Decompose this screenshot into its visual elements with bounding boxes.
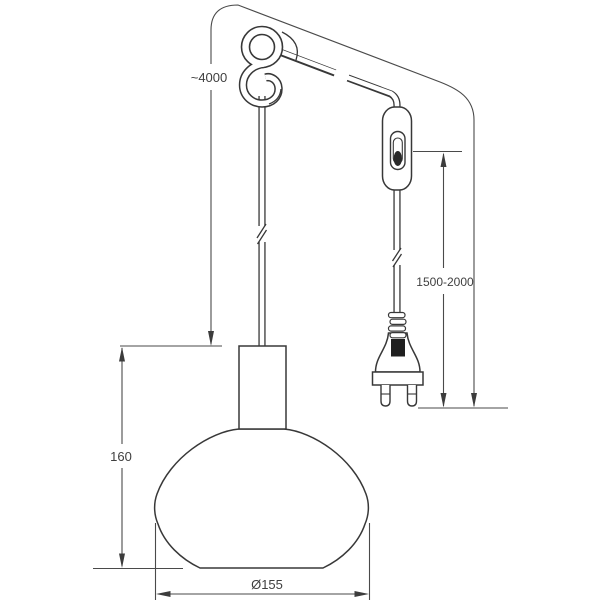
plug-collar [371, 371, 424, 386]
hook-curl-depth-line [268, 88, 282, 105]
arrow-up-height [119, 347, 125, 362]
lamp-socket [238, 345, 287, 430]
arrow-left-diameter [156, 591, 171, 597]
arrow-down-cable-left [208, 331, 214, 346]
strain-relief-rib [389, 332, 407, 339]
label-cable-length: ~4000 [191, 70, 228, 85]
cables-outline [258, 47, 401, 350]
cable-break-marks [256, 223, 403, 268]
hook-eye-depth-line [281, 31, 299, 61]
lamp-shade [153, 428, 370, 569]
strain-relief-rib [389, 318, 407, 326]
extension-lines [93, 150, 508, 600]
hook-eye-core [242, 27, 282, 67]
dimension-labels: ~4000 1500-2000 160 Ø155 [110, 70, 474, 592]
switch-rocker-shadow [393, 151, 402, 166]
break-tick [392, 253, 403, 268]
label-shade-diameter: Ø155 [251, 577, 283, 592]
arrow-down-height [119, 553, 125, 568]
dimension-line-top-route [210, 4, 475, 406]
cable-core [275, 47, 337, 75]
label-switch-to-plug: 1500-2000 [416, 275, 474, 289]
cables-core [259, 47, 400, 352]
dimension-cable-length [210, 4, 475, 406]
arrow-down-cable-right [471, 393, 477, 408]
hook-curl-core [240, 61, 282, 107]
arrow-down-plug [440, 393, 447, 408]
plug-pin-left [380, 385, 391, 407]
break-tick [256, 223, 267, 239]
label-shade-height: 160 [110, 449, 132, 464]
cable-core [346, 75, 400, 116]
plug-strain-relief [387, 311, 407, 339]
arrow-up-switch [440, 152, 447, 167]
power-plug [371, 311, 424, 407]
dimension-arrowheads [119, 152, 477, 597]
inline-switch [381, 106, 413, 191]
arrow-right-diameter [354, 591, 369, 597]
strain-relief-rib [387, 311, 406, 319]
plug-pin-right [406, 385, 418, 407]
break-tick [391, 247, 402, 262]
strain-relief-rib [387, 325, 407, 332]
plug-insert [391, 339, 405, 357]
pendant-lamp [153, 345, 370, 569]
ceiling-hook [238, 25, 299, 108]
break-tick [256, 229, 268, 245]
